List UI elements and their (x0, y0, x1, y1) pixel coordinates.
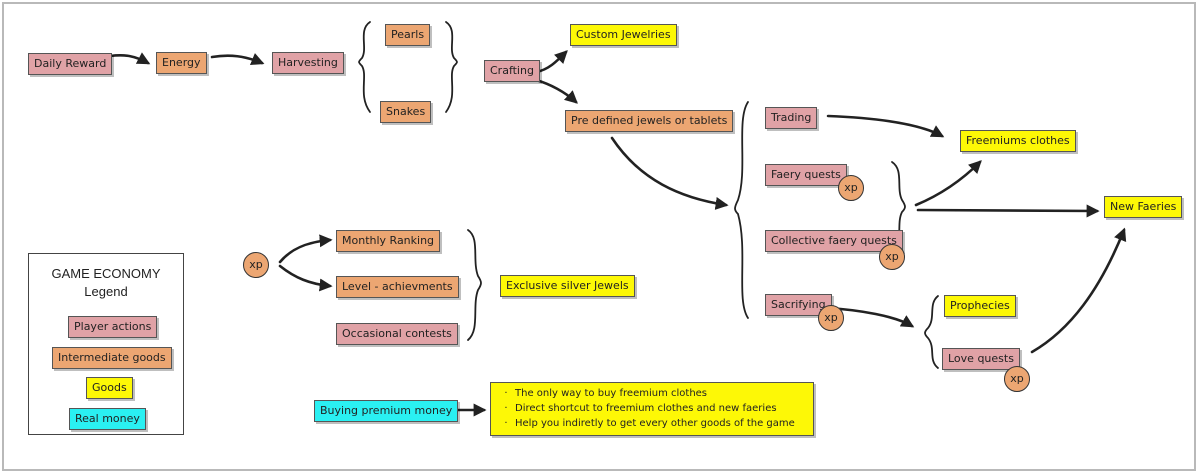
xp-badge-love-quests: xp (1004, 366, 1030, 392)
node-exclusive-silver-jewels: Exclusive silver Jewels (500, 275, 635, 297)
premium-benefit-item: Direct shortcut to freemium clothes and … (497, 401, 807, 416)
node-harvesting: Harvesting (272, 52, 344, 74)
brace-right-pearls (445, 21, 458, 113)
legend-panel: GAME ECONOMY Legend Player actions Inter… (28, 253, 184, 435)
node-predefined-jewels: Pre defined jewels or tablets (565, 110, 734, 132)
arrow-xp-level (278, 264, 333, 292)
node-daily-reward: Daily Reward (28, 53, 113, 75)
legend-real-money: Real money (69, 408, 146, 430)
arrow-trading-freemium (826, 114, 945, 138)
node-new-faeries: New Faeries (1104, 196, 1183, 218)
arrow-predefined-group (610, 136, 729, 210)
node-faery-quests: Faery quests (765, 164, 847, 186)
legend-subtitle: Legend (84, 284, 128, 299)
xp-badge-faery-quests: xp (838, 175, 864, 201)
node-energy: Energy (156, 52, 207, 74)
legend-intermediate-goods: Intermediate goods (52, 347, 172, 369)
node-snakes: Snakes (380, 101, 432, 123)
node-love-quests: Love quests (942, 348, 1020, 370)
node-level-achievements: Level - achievments (336, 276, 459, 298)
node-collective-faery-quests: Collective faery quests (765, 230, 903, 252)
xp-badge-collective-quests: xp (879, 244, 905, 270)
arrow-quests-freemium (914, 160, 982, 207)
arrow-love-faeries (1030, 227, 1127, 354)
arrow-energy-harvesting (210, 53, 265, 66)
arrow-daily-energy (108, 52, 151, 65)
node-custom-jewelries: Custom Jewelries (570, 24, 677, 46)
brace-prophecies (924, 295, 939, 369)
premium-benefit-item: The only way to buy freemium clothes (497, 386, 807, 401)
arrow-crafting-predefined (534, 78, 578, 104)
arrow-quests-faeries (916, 204, 1100, 218)
node-freemium-clothes: Freemiums clothes (960, 130, 1076, 152)
node-prophecies: Prophecies (944, 295, 1016, 317)
premium-benefits-box: The only way to buy freemium clothes Dir… (490, 382, 814, 436)
brace-left-pearls (358, 21, 371, 113)
brace-contests (467, 229, 482, 341)
node-crafting: Crafting (484, 60, 540, 82)
node-pearls: Pearls (385, 24, 431, 46)
arrow-crafting-custom (534, 50, 568, 74)
node-sacrifying: Sacrifying (765, 294, 832, 316)
legend-goods: Goods (86, 377, 133, 399)
node-trading: Trading (765, 107, 818, 129)
legend-player-actions: Player actions (68, 316, 158, 338)
node-occasional-contests: Occasional contests (336, 323, 458, 345)
arrow-xp-monthly (278, 234, 333, 264)
premium-benefit-item: Help you indiretly to get every other go… (497, 416, 807, 431)
legend-title: GAME ECONOMY (51, 266, 161, 281)
brace-main-group (734, 101, 749, 319)
xp-badge-source: xp (243, 252, 269, 278)
xp-badge-sacrifying: xp (818, 305, 844, 331)
node-buying-premium-money: Buying premium money (314, 400, 459, 422)
node-monthly-ranking: Monthly Ranking (336, 230, 441, 252)
